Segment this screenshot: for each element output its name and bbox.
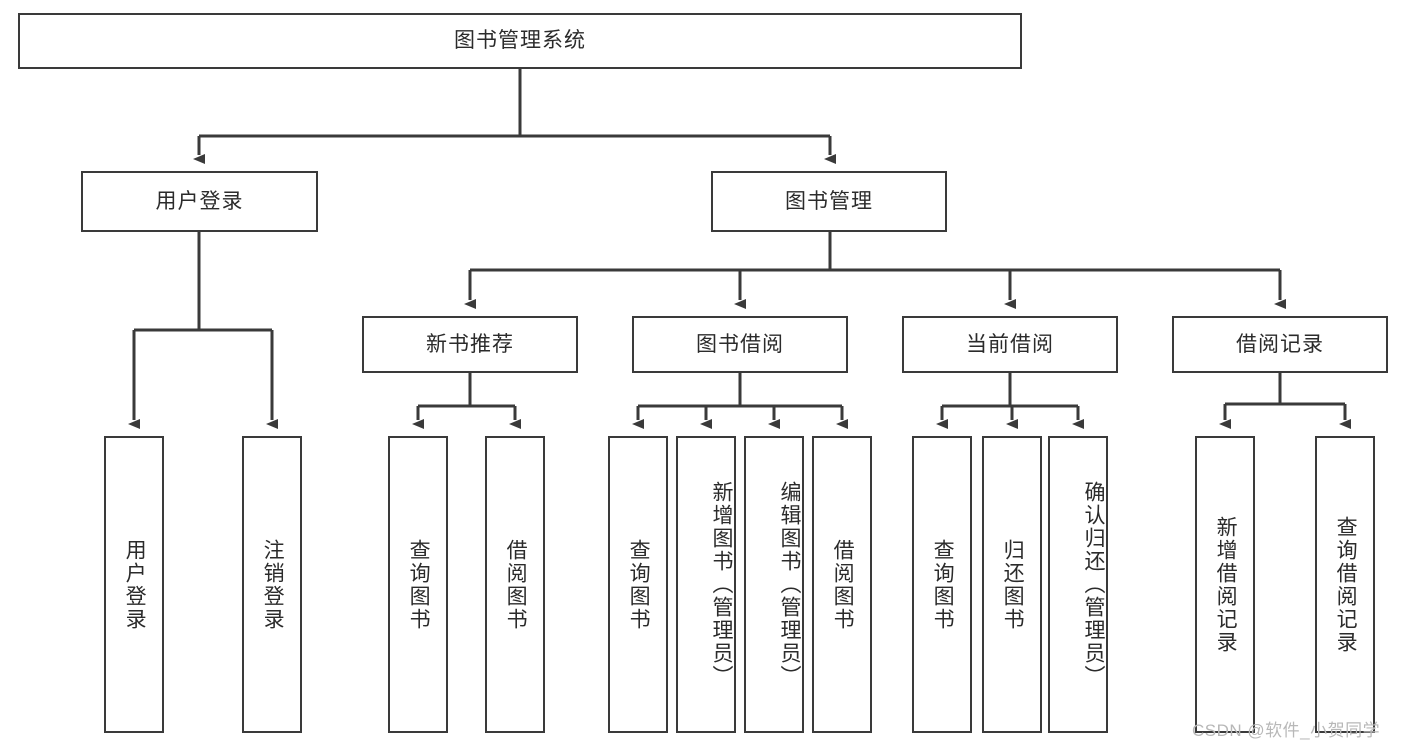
leaf-query-borrow-record-label: 查询借阅记录 bbox=[1334, 515, 1358, 654]
leaf-add-borrow-record-label: 新增借阅记录 bbox=[1214, 515, 1238, 654]
csdn-watermark: CSDN @软件_小贺同学 bbox=[1192, 721, 1381, 740]
leaf-add-borrow-record[interactable]: 新增借阅记录 bbox=[1195, 436, 1255, 733]
leaf-confirm-return-admin-label: 确认归还（管理员） bbox=[1082, 481, 1105, 688]
leaf-user-logout[interactable]: 注销登录 bbox=[242, 436, 302, 733]
leaf-add-book-admin[interactable]: 新增图书（管理员） bbox=[676, 436, 736, 733]
leaf-query-book-rec-label: 查询图书 bbox=[407, 538, 431, 631]
leaf-query-book-borrow[interactable]: 查询图书 bbox=[608, 436, 668, 733]
node-new-book-recommend-label: 新书推荐 bbox=[426, 332, 514, 356]
node-book-borrow[interactable]: 图书借阅 bbox=[632, 316, 848, 373]
node-book-management-label: 图书管理 bbox=[785, 189, 873, 213]
leaf-query-book-borrow-label: 查询图书 bbox=[627, 538, 651, 631]
leaf-query-book-current-label: 查询图书 bbox=[931, 538, 955, 631]
leaf-user-login-label: 用户登录 bbox=[123, 538, 147, 631]
leaf-return-book[interactable]: 归还图书 bbox=[982, 436, 1042, 733]
leaf-borrow-book-label: 借阅图书 bbox=[831, 538, 855, 631]
node-current-borrow-label: 当前借阅 bbox=[966, 332, 1054, 356]
leaf-query-book-current[interactable]: 查询图书 bbox=[912, 436, 972, 733]
node-user-login[interactable]: 用户登录 bbox=[81, 171, 318, 232]
node-borrow-record[interactable]: 借阅记录 bbox=[1172, 316, 1388, 373]
leaf-user-login[interactable]: 用户登录 bbox=[104, 436, 164, 733]
node-current-borrow[interactable]: 当前借阅 bbox=[902, 316, 1118, 373]
leaf-query-borrow-record[interactable]: 查询借阅记录 bbox=[1315, 436, 1375, 733]
leaf-return-book-label: 归还图书 bbox=[1001, 538, 1025, 631]
leaf-edit-book-admin-label: 编辑图书（管理员） bbox=[778, 481, 801, 688]
node-new-book-recommend[interactable]: 新书推荐 bbox=[362, 316, 578, 373]
node-user-login-label: 用户登录 bbox=[155, 189, 244, 213]
leaf-query-book-rec[interactable]: 查询图书 bbox=[388, 436, 448, 733]
leaf-user-logout-label: 注销登录 bbox=[261, 538, 285, 631]
leaf-edit-book-admin[interactable]: 编辑图书（管理员） bbox=[744, 436, 804, 733]
node-root-label: 图书管理系统 bbox=[454, 29, 586, 53]
node-book-management[interactable]: 图书管理 bbox=[711, 171, 947, 232]
leaf-add-book-admin-label: 新增图书（管理员） bbox=[710, 481, 733, 688]
node-book-borrow-label: 图书借阅 bbox=[696, 332, 784, 356]
leaf-confirm-return-admin[interactable]: 确认归还（管理员） bbox=[1048, 436, 1108, 733]
leaf-borrow-book-rec[interactable]: 借阅图书 bbox=[485, 436, 545, 733]
leaf-borrow-book[interactable]: 借阅图书 bbox=[812, 436, 872, 733]
leaf-borrow-book-rec-label: 借阅图书 bbox=[504, 538, 528, 631]
node-borrow-record-label: 借阅记录 bbox=[1236, 332, 1324, 356]
node-root[interactable]: 图书管理系统 bbox=[18, 13, 1022, 69]
